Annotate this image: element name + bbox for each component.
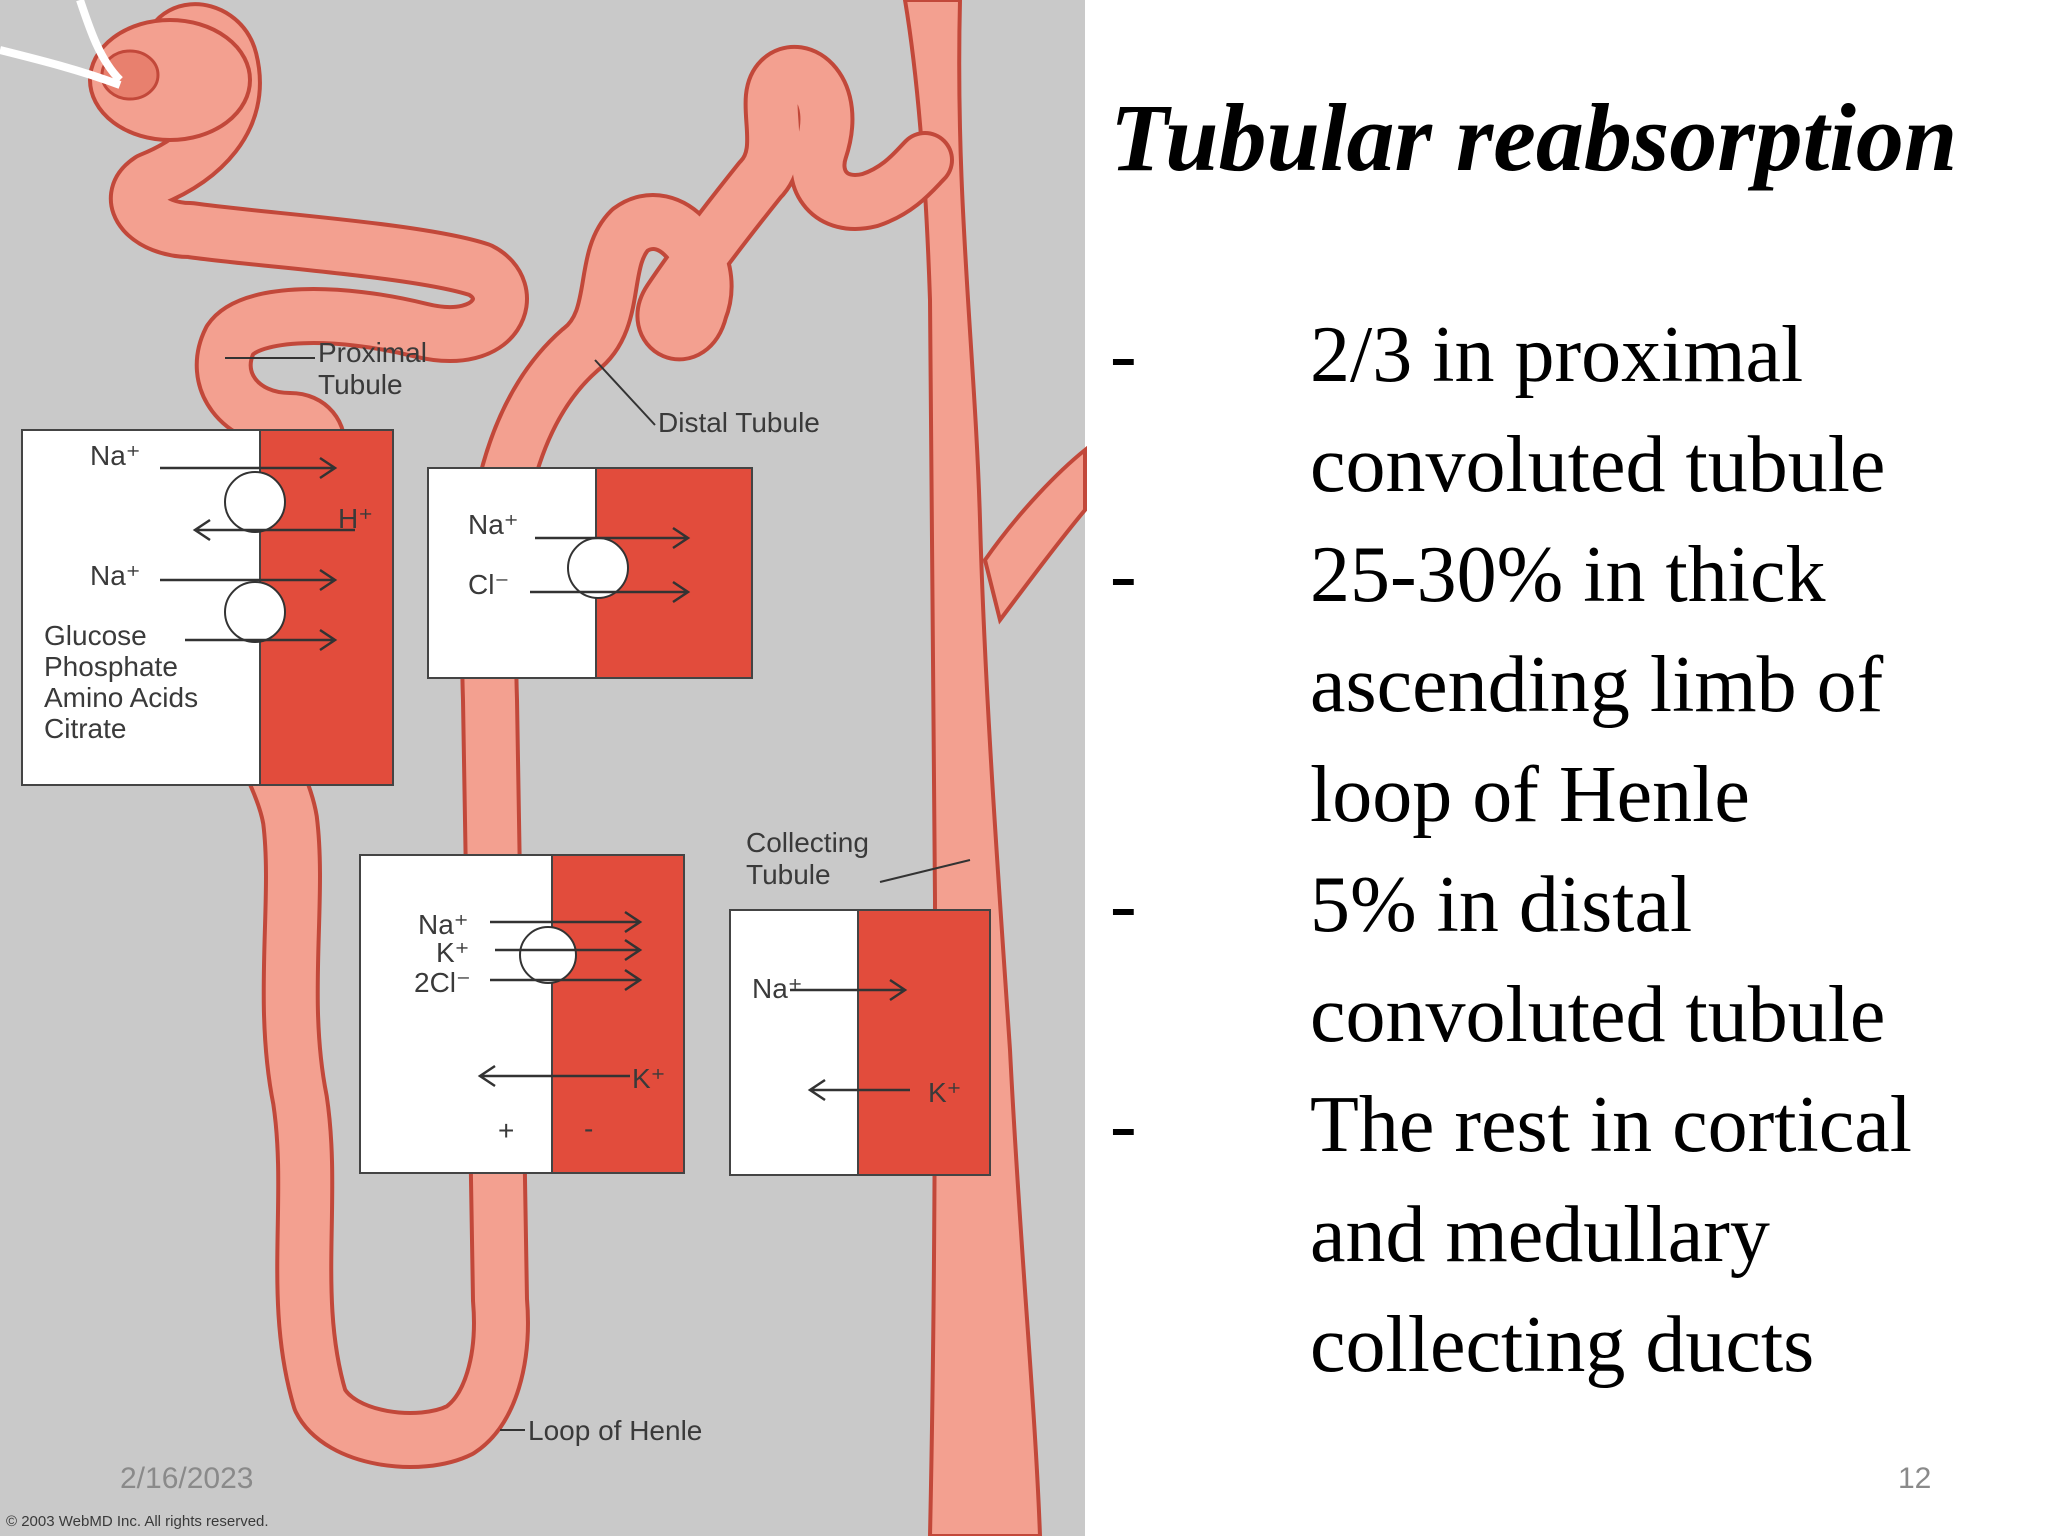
proximal-na-label-1: Na⁺ [90, 440, 141, 471]
distal-tubule-cell: Na⁺ Cl⁻ [427, 467, 753, 679]
bullet-item: - The rest in cortical and medullary col… [1110, 1070, 2030, 1400]
proximal-amino-label: Amino Acids [44, 682, 198, 713]
proximal-glucose-label: Glucose [44, 620, 147, 651]
loop-plus-sign: + [498, 1115, 514, 1146]
bullet-text: The rest in cortical and medullary colle… [1310, 1081, 1912, 1389]
proximal-citrate-label: Citrate [44, 713, 126, 744]
loop-k-out-label: K⁺ [632, 1063, 665, 1094]
bullet-marker: - [1110, 861, 1137, 949]
bullet-text: 5% in distal convoluted tubule [1310, 861, 1886, 1059]
collecting-na-label: Na⁺ [752, 973, 803, 1004]
loop-na-label: Na⁺ [418, 909, 469, 940]
label-collecting-1: Collecting [746, 827, 869, 858]
bullet-text: 2/3 in proximal convoluted tubule [1310, 311, 1886, 509]
bullet-list: - 2/3 in proximal convoluted tubule - 25… [1110, 300, 2030, 1400]
bullet-marker: - [1110, 1081, 1137, 1169]
distal-na-label: Na⁺ [468, 509, 519, 540]
bullet-item: - 25-30% in thick ascending limb of loop… [1110, 520, 2030, 850]
afferent-vessel [76, 0, 123, 83]
collecting-k-label: K⁺ [928, 1077, 961, 1108]
collecting-duct-branch [982, 445, 1087, 625]
bullet-text: 25-30% in thick ascending limb of loop o… [1310, 531, 1884, 839]
distal-cl-label: Cl⁻ [468, 569, 509, 600]
bullet-item: - 2/3 in proximal convoluted tubule [1110, 300, 2030, 520]
bullet-marker: - [1110, 531, 1137, 619]
transporter-ncc [567, 537, 629, 599]
transporter-sglt [224, 581, 286, 643]
tubule-lumen [113, 6, 950, 1465]
footer-date: 2/16/2023 [120, 1462, 254, 1495]
transporter-nah [224, 471, 286, 533]
label-proximal-1: Proximal [318, 337, 427, 368]
loop-2cl-label: 2Cl⁻ [414, 967, 471, 998]
copyright-notice: © 2003 WebMD Inc. All rights reserved. [6, 1513, 269, 1530]
nephron-diagram: Na⁺ H⁺ Na⁺ Glucose Phosphate Amino Acids… [0, 0, 1087, 1536]
collecting-tubule-cell: Na⁺ K⁺ [729, 909, 991, 1176]
proximal-tubule-cell: Na⁺ H⁺ Na⁺ Glucose Phosphate Amino Acids… [21, 429, 394, 786]
label-loop-of-henle: Loop of Henle [528, 1415, 702, 1446]
loop-of-henle-cell: Na⁺ K⁺ 2Cl⁻ K⁺ + - [359, 854, 685, 1174]
loop-minus-sign: - [584, 1113, 593, 1144]
proximal-h-label: H⁺ [338, 503, 373, 534]
proximal-na-label-2: Na⁺ [90, 560, 141, 591]
transporter-nkcc2 [519, 926, 577, 984]
slide-title: Tubular reabsorption [1110, 84, 1958, 191]
bullet-item: - 5% in distal convoluted tubule [1110, 850, 2030, 1070]
label-collecting-2: Tubule [746, 859, 831, 890]
label-distal-tubule: Distal Tubule [658, 407, 820, 438]
page-number: 12 [1898, 1462, 1932, 1495]
label-proximal-2: Tubule [318, 369, 403, 400]
bullet-marker: - [1110, 311, 1137, 399]
proximal-phosphate-label: Phosphate [44, 651, 178, 682]
efferent-vessel [0, 46, 122, 89]
loop-k-label: K⁺ [436, 937, 469, 968]
